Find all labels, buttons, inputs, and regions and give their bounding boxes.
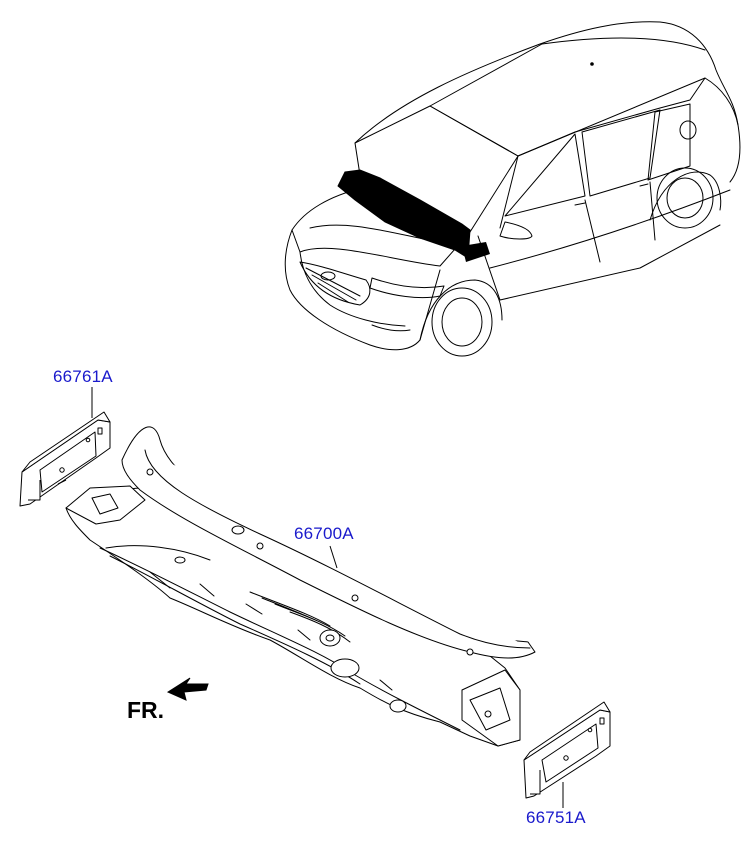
part-66700A-illustration xyxy=(65,426,536,747)
callout-66700A[interactable]: 66700A xyxy=(294,524,354,543)
front-direction-arrow-icon xyxy=(166,677,209,701)
sedan-car-illustration xyxy=(284,21,741,357)
cowl-highlight xyxy=(337,169,471,259)
part-66761A-illustration xyxy=(19,411,111,507)
callout-66751A[interactable]: 66751A xyxy=(526,808,586,827)
part-66751A-illustration xyxy=(523,701,611,799)
callout-leader-lines xyxy=(91,387,564,808)
front-direction-label: FR. xyxy=(127,697,165,723)
callout-66761A[interactable]: 66761A xyxy=(53,367,113,386)
cowl-highlight-side xyxy=(462,242,490,262)
